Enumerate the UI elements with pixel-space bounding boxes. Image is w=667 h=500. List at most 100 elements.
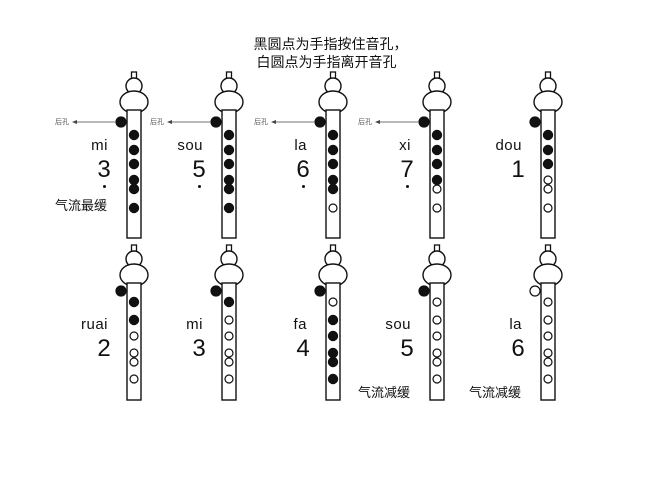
closed-back-hole-icon bbox=[418, 116, 430, 128]
jianpu-number: 6 bbox=[511, 335, 525, 362]
closed-hole-icon bbox=[327, 314, 339, 326]
closed-hole-icon bbox=[223, 202, 235, 214]
closed-hole-icon bbox=[327, 373, 339, 385]
jianpu-number: 2 bbox=[97, 335, 111, 362]
airflow-note: 气流减缓 bbox=[358, 386, 411, 401]
open-hole-icon bbox=[129, 348, 139, 358]
airflow-note: 气流最缓 bbox=[55, 199, 108, 214]
open-hole-icon bbox=[224, 331, 234, 341]
airflow-note: 气流减缓 bbox=[469, 386, 522, 401]
open-hole-icon bbox=[543, 374, 553, 384]
closed-hole-icon bbox=[327, 183, 339, 195]
closed-hole-icon bbox=[542, 144, 554, 156]
closed-hole-icon bbox=[223, 129, 235, 141]
closed-back-hole-icon bbox=[115, 116, 127, 128]
back-hole-label: 后孔 bbox=[150, 118, 164, 126]
open-hole-icon bbox=[224, 315, 234, 325]
open-hole-icon bbox=[432, 315, 442, 325]
open-hole-icon bbox=[432, 203, 442, 213]
low-octave-dot bbox=[103, 185, 106, 188]
open-hole-icon bbox=[129, 357, 139, 367]
closed-hole-icon bbox=[431, 129, 443, 141]
solfege-syllable: fa bbox=[293, 316, 307, 333]
closed-hole-icon bbox=[223, 296, 235, 308]
open-hole-icon bbox=[543, 357, 553, 367]
closed-hole-icon bbox=[128, 158, 140, 170]
closed-hole-icon bbox=[128, 202, 140, 214]
closed-hole-icon bbox=[223, 158, 235, 170]
open-hole-icon bbox=[543, 297, 553, 307]
jianpu-number: 5 bbox=[400, 335, 414, 362]
closed-hole-icon bbox=[327, 129, 339, 141]
back-hole-label: 后孔 bbox=[55, 118, 69, 126]
closed-hole-icon bbox=[128, 129, 140, 141]
closed-hole-icon bbox=[128, 144, 140, 156]
open-hole-icon bbox=[543, 184, 553, 194]
title-line-2: 白圆点为手指离开音孔 bbox=[256, 55, 397, 71]
open-hole-icon bbox=[328, 203, 338, 213]
open-hole-icon bbox=[432, 331, 442, 341]
closed-back-hole-icon bbox=[210, 116, 222, 128]
open-hole-icon bbox=[328, 297, 338, 307]
closed-hole-icon bbox=[128, 183, 140, 195]
closed-back-hole-icon bbox=[210, 285, 222, 297]
closed-back-hole-icon bbox=[418, 285, 430, 297]
closed-back-hole-icon bbox=[529, 116, 541, 128]
closed-hole-icon bbox=[431, 158, 443, 170]
closed-hole-icon bbox=[327, 356, 339, 368]
solfege-syllable: la bbox=[294, 137, 307, 154]
jianpu-number: 4 bbox=[296, 335, 310, 362]
open-hole-icon bbox=[432, 184, 442, 194]
open-hole-icon bbox=[432, 297, 442, 307]
closed-back-hole-icon bbox=[115, 285, 127, 297]
closed-hole-icon bbox=[431, 144, 443, 156]
open-hole-icon bbox=[129, 374, 139, 384]
jianpu-number: 1 bbox=[511, 156, 525, 183]
solfege-syllable: mi bbox=[186, 316, 203, 333]
closed-hole-icon bbox=[542, 129, 554, 141]
closed-hole-icon bbox=[327, 330, 339, 342]
open-hole-icon bbox=[224, 348, 234, 358]
back-hole-label: 后孔 bbox=[358, 118, 372, 126]
low-octave-dot bbox=[302, 185, 305, 188]
open-hole-icon bbox=[432, 357, 442, 367]
low-octave-dot bbox=[198, 185, 201, 188]
solfege-syllable: dou bbox=[495, 137, 522, 154]
closed-hole-icon bbox=[128, 296, 140, 308]
closed-hole-icon bbox=[327, 144, 339, 156]
open-hole-icon bbox=[543, 203, 553, 213]
solfege-syllable: sou bbox=[385, 316, 411, 333]
jianpu-number: 7 bbox=[400, 156, 414, 183]
solfege-syllable: xi bbox=[399, 137, 411, 154]
jianpu-number: 3 bbox=[192, 335, 206, 362]
solfege-syllable: la bbox=[509, 316, 522, 333]
open-hole-icon bbox=[224, 357, 234, 367]
jianpu-number: 6 bbox=[296, 156, 310, 183]
solfege-syllable: mi bbox=[91, 137, 108, 154]
solfege-syllable: sou bbox=[177, 137, 203, 154]
open-hole-icon bbox=[543, 315, 553, 325]
open-back-hole-icon bbox=[529, 285, 541, 297]
title-line-1: 黑圆点为手指按住音孔， bbox=[253, 37, 408, 53]
jianpu-number: 3 bbox=[97, 156, 111, 183]
closed-back-hole-icon bbox=[314, 285, 326, 297]
open-hole-icon bbox=[543, 348, 553, 358]
open-hole-icon bbox=[129, 331, 139, 341]
closed-hole-icon bbox=[223, 144, 235, 156]
low-octave-dot bbox=[406, 185, 409, 188]
closed-back-hole-icon bbox=[314, 116, 326, 128]
solfege-syllable: ruai bbox=[80, 316, 108, 333]
open-hole-icon bbox=[224, 374, 234, 384]
open-hole-icon bbox=[543, 331, 553, 341]
back-hole-label: 后孔 bbox=[254, 118, 268, 126]
